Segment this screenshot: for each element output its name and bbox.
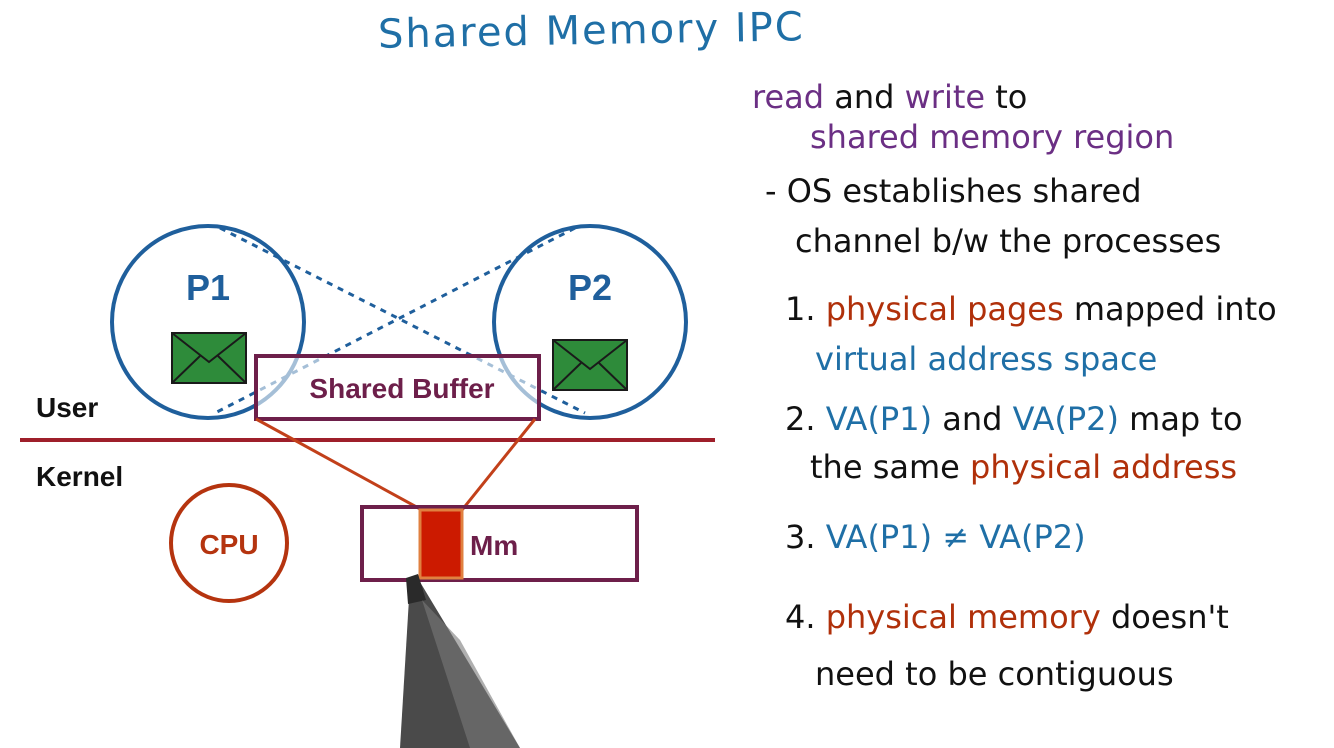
item-2-number: 2. (785, 400, 816, 438)
note-line-2: shared memory region (810, 118, 1174, 156)
note-va-p1: VA(P1) (826, 400, 932, 438)
note-doesnt: doesn't (1101, 598, 1229, 636)
buffer-to-memory-line (256, 419, 422, 510)
item-1-number: 1. (785, 290, 816, 328)
kernel-label: Kernel (36, 461, 123, 492)
note-map-to: map to (1119, 400, 1243, 438)
note-read: read (752, 78, 824, 116)
note-the-same: the same (810, 448, 970, 486)
note-to: to (985, 78, 1027, 116)
shared-memory-block (420, 510, 462, 578)
pen-image (400, 574, 520, 748)
p1-label: P1 (186, 267, 230, 308)
note-item-2: 2. VA(P1) and VA(P2) map to (785, 400, 1243, 438)
note-and: and (932, 400, 1013, 438)
note-item-3: 3. VA(P1) ≠ VA(P2) (785, 518, 1086, 556)
note-line-4: channel b/w the processes (795, 222, 1221, 260)
envelope-icon (553, 340, 627, 390)
note-mapped-into: mapped into (1064, 290, 1277, 328)
note-item-4: 4. physical memory doesn't (785, 598, 1229, 636)
note-line-1: read and write to (752, 78, 1027, 116)
note-physical-address: physical address (970, 448, 1237, 486)
shared-buffer-label: Shared Buffer (309, 373, 494, 404)
note-item-1: 1. physical pages mapped into (785, 290, 1277, 328)
mm-label: Mm (470, 530, 518, 561)
note-and: and (824, 78, 905, 116)
item-3-number: 3. (785, 518, 816, 556)
item-4-number: 4. (785, 598, 816, 636)
note-item-4b: need to be contiguous (815, 655, 1174, 693)
note-va-p2: VA(P2) (1013, 400, 1119, 438)
note-write: write (905, 78, 985, 116)
note-line-3: - OS establishes shared (765, 172, 1142, 210)
note-va-not-equal: VA(P1) ≠ VA(P2) (826, 518, 1086, 556)
buffer-to-memory-line (462, 419, 535, 510)
cpu-label: CPU (199, 529, 258, 560)
p2-label: P2 (568, 267, 612, 308)
envelope-icon (172, 333, 246, 383)
note-physical-pages: physical pages (826, 290, 1064, 328)
note-physical-memory: physical memory (826, 598, 1101, 636)
note-item-1b: virtual address space (815, 340, 1157, 378)
user-label: User (36, 392, 98, 423)
note-item-2b: the same physical address (810, 448, 1237, 486)
